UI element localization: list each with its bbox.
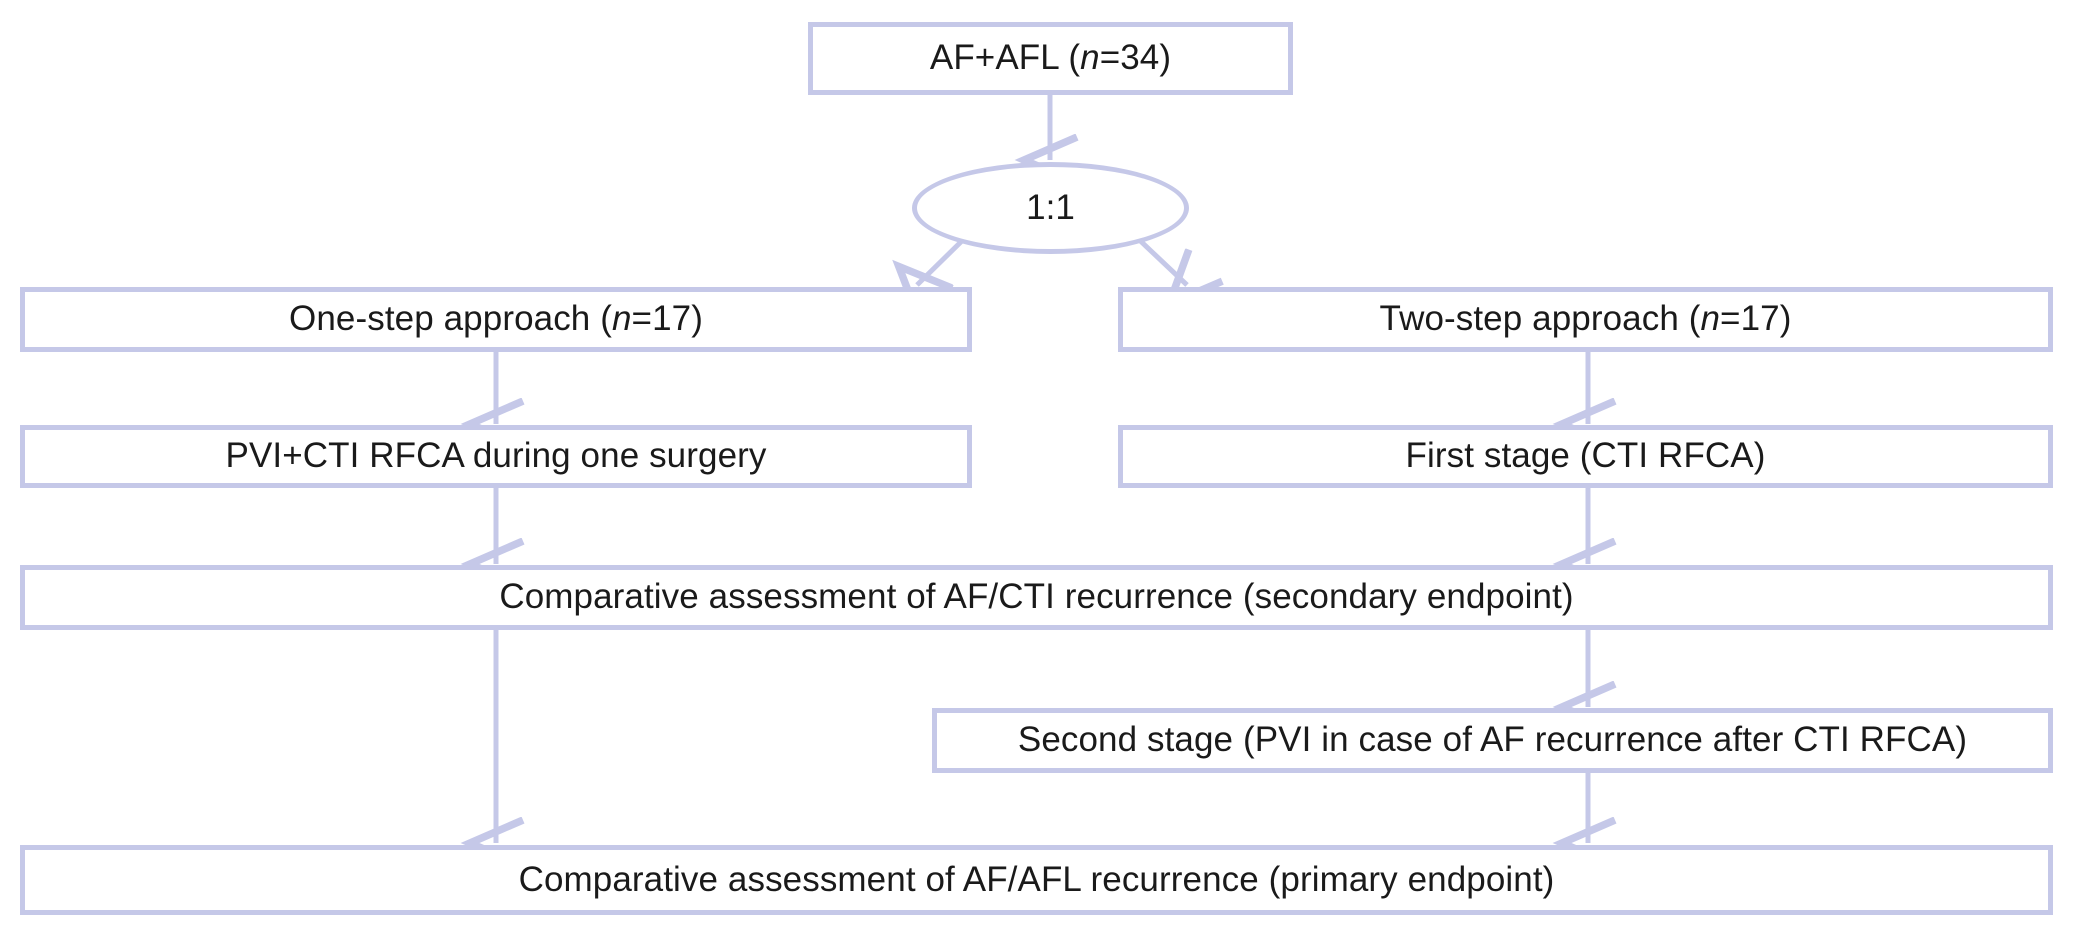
node-secondary-endpoint-label: Comparative assessment of AF/CTI recurre… [499,577,1574,617]
node-one-step-procedure-label: PVI+CTI RFCA during one surgery [225,436,767,476]
node-two-step-approach[interactable]: Two-step approach (n=17) [1118,287,2053,352]
node-first-stage[interactable]: First stage (CTI RFCA) [1118,425,2053,488]
node-two-step-approach-label: Two-step approach (n=17) [1379,299,1792,339]
node-secondary-endpoint[interactable]: Comparative assessment of AF/CTI recurre… [20,565,2053,630]
node-one-step-approach-label: One-step approach (n=17) [289,299,703,339]
node-enrollment-label: AF+AFL (n=34) [929,38,1172,78]
node-randomization-label: 1:1 [1026,188,1075,227]
node-randomization[interactable]: 1:1 [912,162,1189,254]
node-second-stage-label: Second stage (PVI in case of AF recurren… [1017,720,1968,760]
node-enrollment[interactable]: AF+AFL (n=34) [808,22,1293,95]
node-primary-endpoint-label: Comparative assessment of AF/AFL recurre… [518,859,1555,899]
node-first-stage-label: First stage (CTI RFCA) [1405,436,1766,476]
node-one-step-procedure[interactable]: PVI+CTI RFCA during one surgery [20,425,972,488]
node-second-stage[interactable]: Second stage (PVI in case of AF recurren… [932,708,2053,773]
node-primary-endpoint[interactable]: Comparative assessment of AF/AFL recurre… [20,845,2053,915]
node-one-step-approach[interactable]: One-step approach (n=17) [20,287,972,352]
